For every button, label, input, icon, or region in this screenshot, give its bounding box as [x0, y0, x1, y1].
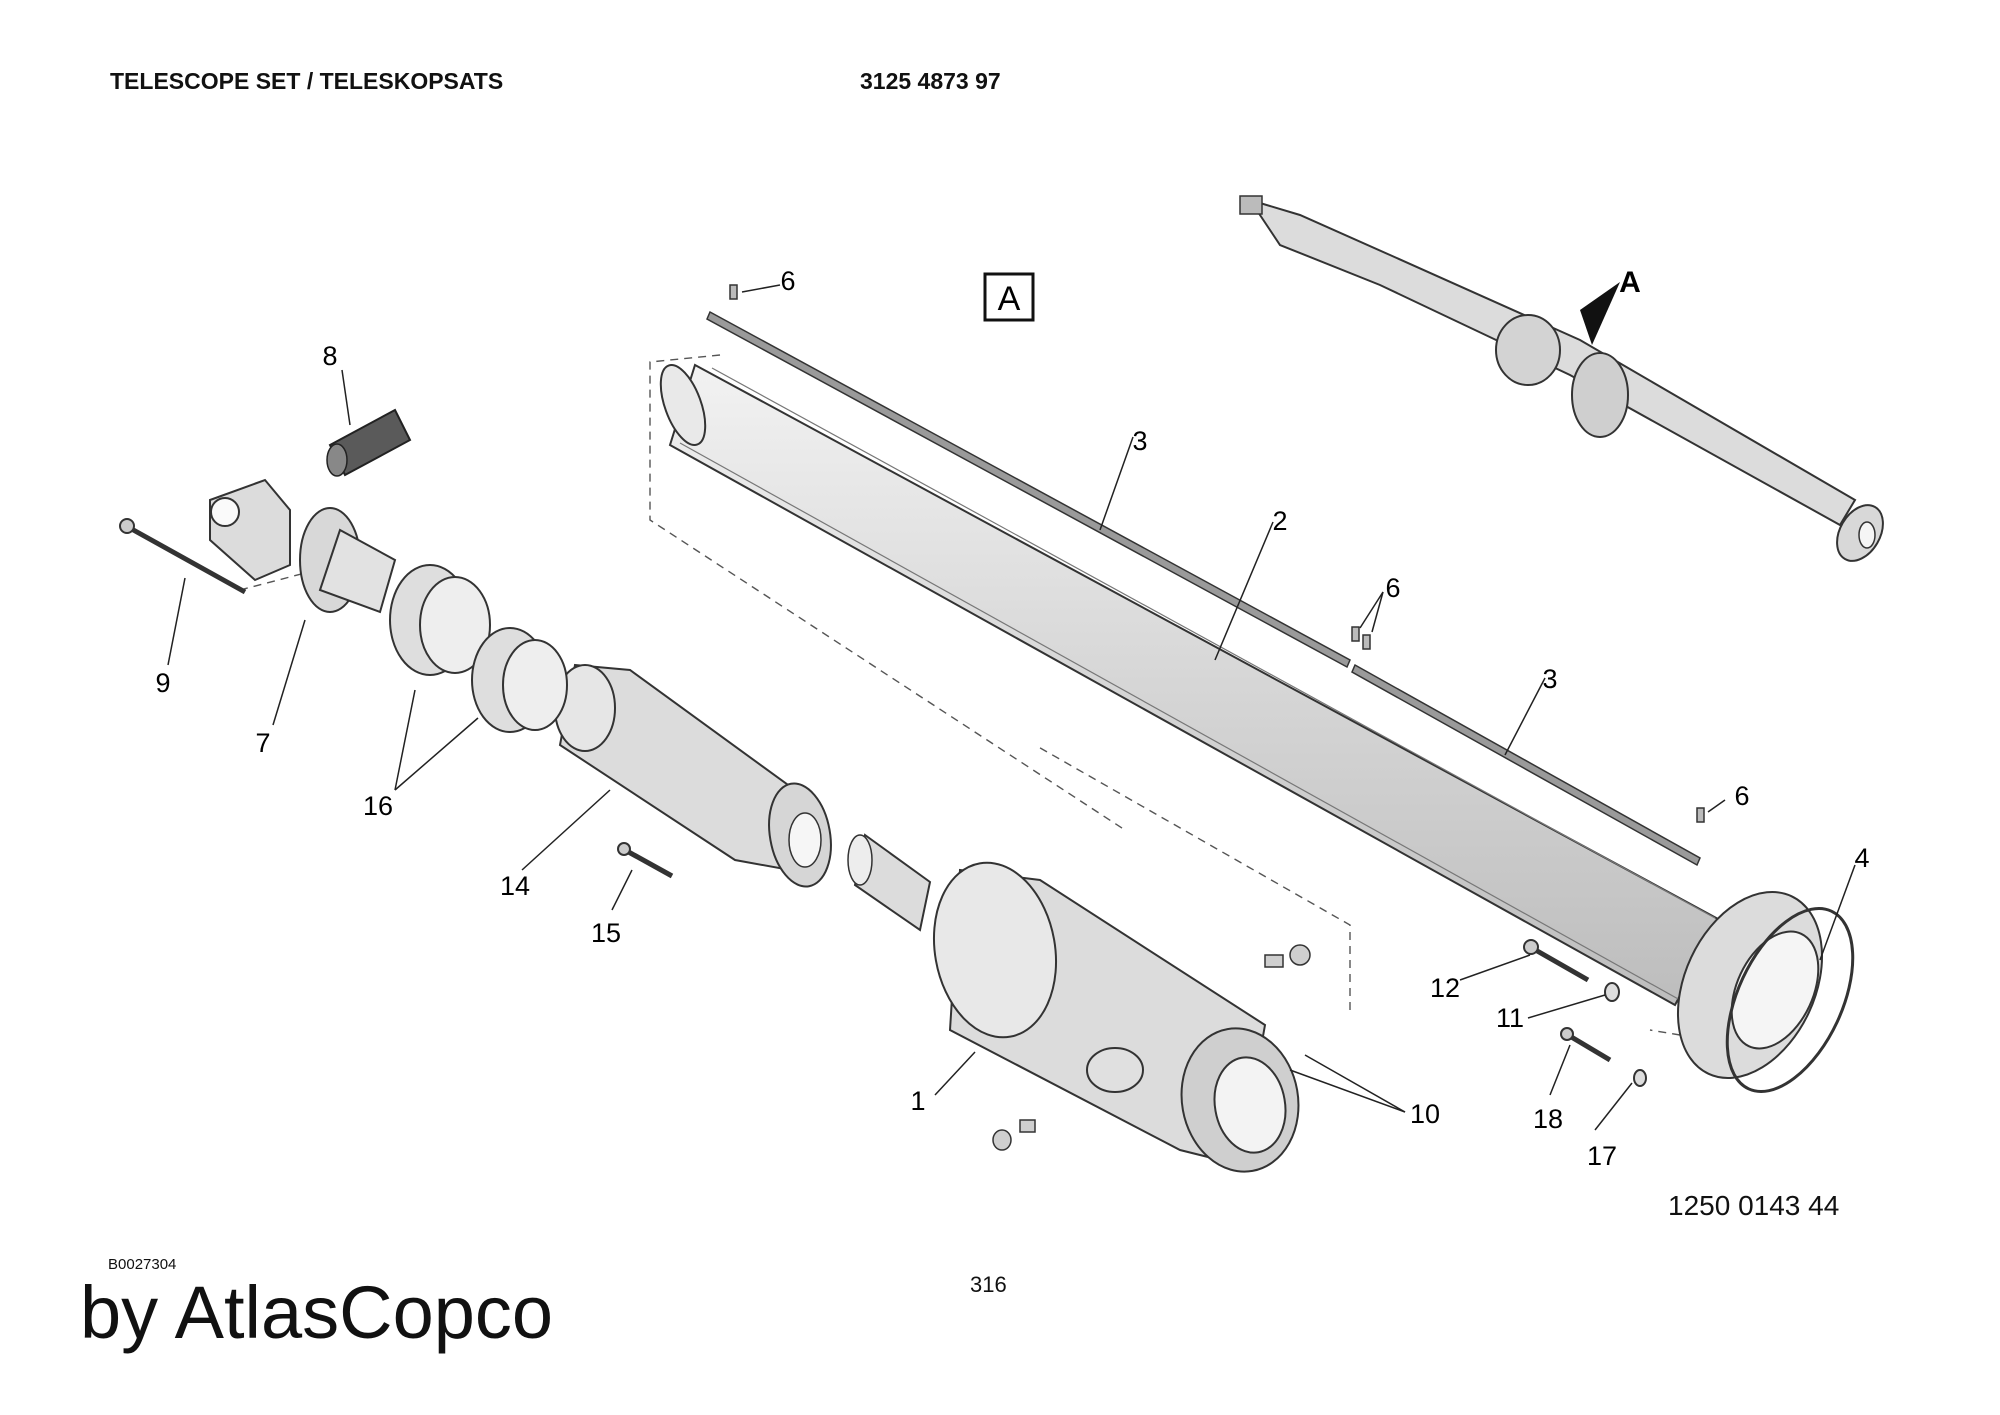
callout-15: 15	[591, 918, 621, 948]
head-bracket-part-7	[209, 478, 397, 614]
page-number: 316	[970, 1272, 1007, 1297]
view-label: A	[998, 280, 1021, 318]
callout-16: 16	[363, 791, 393, 821]
callout-18: 18	[1533, 1104, 1563, 1134]
screw-part-15	[617, 842, 674, 879]
callout-14: 14	[500, 871, 530, 901]
callout-8: 8	[322, 341, 337, 371]
bolt-part-9	[119, 518, 247, 595]
washer-part-11	[1604, 982, 1620, 1002]
assembled-view-inset	[1239, 195, 1884, 562]
callout-4: 4	[1854, 843, 1869, 873]
end-flange-part-4	[1676, 891, 1855, 1093]
washer-part-17	[1633, 1069, 1647, 1087]
view-label-box	[983, 272, 1035, 322]
main-tube-part-2	[659, 363, 1722, 1007]
brand-watermark: by AtlasCopco	[80, 1271, 554, 1354]
callout-1: 1	[910, 1086, 925, 1116]
drawing-number: 1250 0143 44	[1668, 1190, 1840, 1221]
detail-arrow-label: A	[1619, 266, 1641, 299]
connector-part-8	[326, 408, 412, 477]
part-number: 3125 4873 97	[860, 68, 1001, 94]
guide-strip-part-3-upper	[706, 310, 1351, 669]
callout-2: 2	[1272, 506, 1287, 536]
cylinder-part-1	[932, 861, 1300, 1173]
callout-3-upper: 3	[1132, 426, 1147, 456]
screws-part-6	[729, 284, 1705, 823]
callout-6-middle: 6	[1385, 573, 1400, 603]
callout-labels: 1 2 3 3 4 6 6 6 7 8 9 10 11 12 14 15 16 …	[155, 266, 1869, 1171]
document-title: TELESCOPE SET / TELESKOPSATS	[110, 68, 504, 94]
screw-part-12	[1523, 939, 1590, 983]
callout-12: 12	[1430, 973, 1460, 1003]
guide-strip-part-3-lower	[1351, 663, 1701, 867]
leader-lines	[167, 284, 1856, 1131]
callout-7: 7	[255, 728, 270, 758]
callout-11: 11	[1496, 1003, 1524, 1033]
callout-6-right: 6	[1734, 781, 1749, 811]
fittings	[992, 944, 1311, 1151]
callout-17: 17	[1587, 1141, 1617, 1171]
piston-tube-part-14	[554, 663, 832, 888]
callout-9: 9	[155, 668, 170, 698]
callout-3-lower: 3	[1542, 664, 1557, 694]
sleeve	[847, 833, 932, 932]
bearing-rings-part-16	[389, 564, 568, 733]
image-code: B0027304	[108, 1256, 177, 1273]
detail-arrow-icon	[1580, 282, 1620, 345]
screw-part-18	[1560, 1027, 1612, 1063]
callout-10: 10	[1410, 1099, 1440, 1129]
callout-6-top: 6	[780, 266, 795, 296]
